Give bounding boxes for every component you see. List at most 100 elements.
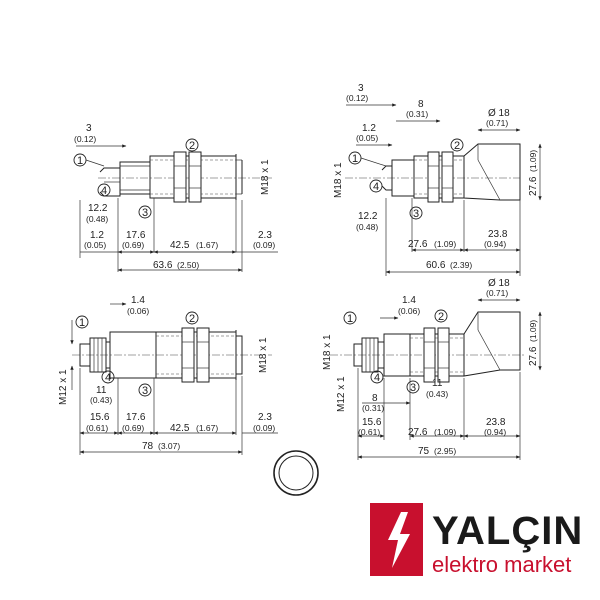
dim-label: Ø 18 <box>488 278 510 289</box>
thread-label-m12: M12 x 1 <box>336 376 347 412</box>
marker-1: 1 <box>73 153 87 167</box>
marker-1: 1 <box>348 151 362 165</box>
angled-head <box>463 143 521 201</box>
dim-label-inch: (0.43) <box>426 389 448 399</box>
dim-label-inch: (1.09) <box>528 150 538 172</box>
hex-nut <box>437 327 450 383</box>
dim-label-inch: (0.06) <box>398 306 420 316</box>
svg-text:4: 4 <box>101 185 107 197</box>
dim-label: 12.2 <box>88 203 108 214</box>
svg-text:1: 1 <box>347 313 353 325</box>
dim-label-inch: (1.67) <box>196 423 218 433</box>
dim-label-inch: (0.31) <box>406 109 428 119</box>
dim-label-inch: (0.71) <box>486 118 508 128</box>
thread-label: M18 x 1 <box>333 162 344 198</box>
marker-2: 2 <box>185 138 199 152</box>
svg-text:4: 4 <box>374 372 380 384</box>
dim-label: 27.6 <box>528 346 539 366</box>
dim-label: 27.6 <box>408 427 428 438</box>
svg-text:2: 2 <box>189 313 195 325</box>
dim-label: 8 <box>372 393 378 404</box>
logo-wordmark: YALÇIN <box>432 509 583 553</box>
dim-label: 42.5 <box>170 240 190 251</box>
dim-label-inch: (0.61) <box>86 423 108 433</box>
dim-label-inch: (3.07) <box>158 441 180 451</box>
logo-tagline: elektro market <box>432 552 571 577</box>
brand-logo: YALÇIN elektro market <box>370 503 583 577</box>
angled-head <box>463 311 521 377</box>
dim-label-inch: (0.71) <box>486 288 508 298</box>
marker-3: 3 <box>409 206 423 220</box>
dim-label-inch: (1.09) <box>528 320 538 342</box>
dim-label: 23.8 <box>486 417 506 428</box>
svg-text:3: 3 <box>410 382 416 394</box>
drawing-bottom-right: 1 2 4 3 1.4 (0.06) Ø 18 (0.71) 27.6 (1.0… <box>322 278 542 460</box>
dim-label-inch: (1.09) <box>434 427 456 437</box>
dim-label-inch: (1.67) <box>196 240 218 250</box>
dim-label: 42.5 <box>170 423 190 434</box>
svg-text:3: 3 <box>413 208 419 220</box>
dim-label: 17.6 <box>126 412 146 423</box>
dim-label: 1.4 <box>131 295 145 306</box>
marker-1: 1 <box>75 315 89 329</box>
svg-text:1: 1 <box>79 317 85 329</box>
dim-label: 15.6 <box>90 412 110 423</box>
svg-text:1: 1 <box>352 153 358 165</box>
marker-3: 3 <box>138 205 152 219</box>
dim-label-inch: (0.12) <box>74 134 96 144</box>
dim-label-inch: (0.06) <box>127 306 149 316</box>
thread-label: M18 x 1 <box>260 159 271 195</box>
dim-label-inch: (2.39) <box>450 260 472 270</box>
dim-label: 23.8 <box>488 229 508 240</box>
dim-label-inch: (0.43) <box>90 395 112 405</box>
marker-1: 1 <box>343 311 357 325</box>
marker-2: 2 <box>185 311 199 325</box>
lightning-bolt-icon <box>388 512 410 568</box>
dim-label: 2.3 <box>258 412 272 423</box>
dim-label-inch: (0.69) <box>122 423 144 433</box>
dim-label: 3 <box>86 123 92 134</box>
dim-label-inch: (0.09) <box>253 240 275 250</box>
dim-label: 15.6 <box>362 417 382 428</box>
hex-nut <box>188 151 202 203</box>
dim-label: 17.6 <box>126 230 146 241</box>
svg-text:4: 4 <box>105 372 111 384</box>
dim-label-inch: (0.05) <box>84 240 106 250</box>
dim-label-inch: (2.95) <box>434 446 456 456</box>
marker-4: 4 <box>370 370 384 384</box>
marker-4: 4 <box>101 370 115 384</box>
hex-nut <box>196 327 210 383</box>
marker-3: 3 <box>406 380 420 394</box>
dim-label-inch: (1.09) <box>434 239 456 249</box>
dim-label: 3 <box>358 83 364 94</box>
thread-label: M18 x 1 <box>258 337 269 373</box>
dim-label: 60.6 <box>426 260 446 271</box>
marker-2: 2 <box>450 138 464 152</box>
hex-nut <box>173 151 187 203</box>
marker-4: 4 <box>369 179 383 193</box>
dim-label: 27.6 <box>528 176 539 196</box>
front-view-ring <box>273 450 319 496</box>
marker-4: 4 <box>97 183 111 197</box>
dim-label: 78 <box>142 441 154 452</box>
dim-label: 1.4 <box>402 295 416 306</box>
hex-nut <box>181 327 195 383</box>
dim-label-inch: (0.48) <box>356 222 378 232</box>
svg-text:4: 4 <box>373 181 379 193</box>
dim-label-inch: (0.94) <box>484 239 506 249</box>
dim-label-inch: (0.48) <box>86 214 108 224</box>
dim-label-inch: (0.69) <box>122 240 144 250</box>
hex-nut <box>427 151 440 203</box>
svg-text:2: 2 <box>189 140 195 152</box>
dim-label-inch: (0.94) <box>484 427 506 437</box>
dim-label: 27.6 <box>408 239 428 250</box>
thread-label: M18 x 1 <box>322 334 333 370</box>
dim-label: Ø 18 <box>488 108 510 119</box>
svg-text:2: 2 <box>438 311 444 323</box>
dim-label: 2.3 <box>258 230 272 241</box>
dim-label-inch: (0.61) <box>358 427 380 437</box>
dim-label: 11 <box>432 378 443 389</box>
dim-label: 75 <box>418 446 430 457</box>
svg-text:3: 3 <box>142 385 148 397</box>
